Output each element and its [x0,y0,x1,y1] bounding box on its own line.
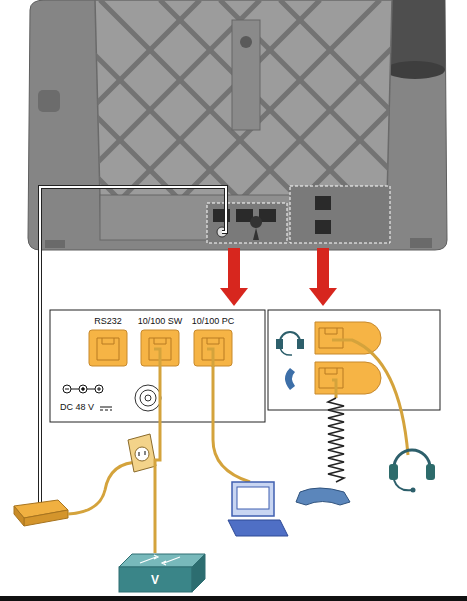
port-label: 10/100 SW [136,316,185,327]
power-cable [68,462,140,514]
knob [38,90,60,112]
polarity-symbol [63,385,103,393]
port-jack [193,329,233,367]
dashed-outline [290,186,390,243]
pc-cable [213,366,250,482]
headset-cable [332,340,408,455]
bottom-rule [0,596,467,601]
switch-label: V [118,573,192,587]
switch-icon [118,553,206,593]
center-rib [232,20,260,130]
dc-barrel [135,385,161,411]
phone-body [28,0,447,250]
port-label: RS232 [92,316,124,327]
voltage-label: DC 48 V [60,402,94,413]
rear-panel-right [268,310,440,410]
port-box: RS232 [88,316,128,367]
port-box: 10/100 PC [190,316,237,367]
rear-panel-left [50,310,265,422]
handset-jack [315,362,381,394]
power-brick [14,500,68,526]
rj9-jack [315,220,331,234]
switch-box: V [118,553,206,593]
headset-jack [315,322,381,354]
port-jack [140,329,180,367]
port-label: 10/100 PC [190,316,237,327]
port-area [207,186,390,243]
keyhole [250,216,262,240]
dc-symbol [100,407,112,410]
handset [296,488,350,505]
computer-icon [228,482,288,536]
wall-outlet [128,434,156,472]
port-box: 10/100 SW [136,316,185,367]
handset-icon [285,368,295,390]
headset [389,450,435,493]
rj9-jack [315,196,331,210]
port-jack [88,329,128,367]
cable [155,367,160,553]
headset-icon [277,332,303,355]
handset-cord [328,380,344,482]
dashed-outline [207,203,287,243]
red-arrow [220,248,337,306]
